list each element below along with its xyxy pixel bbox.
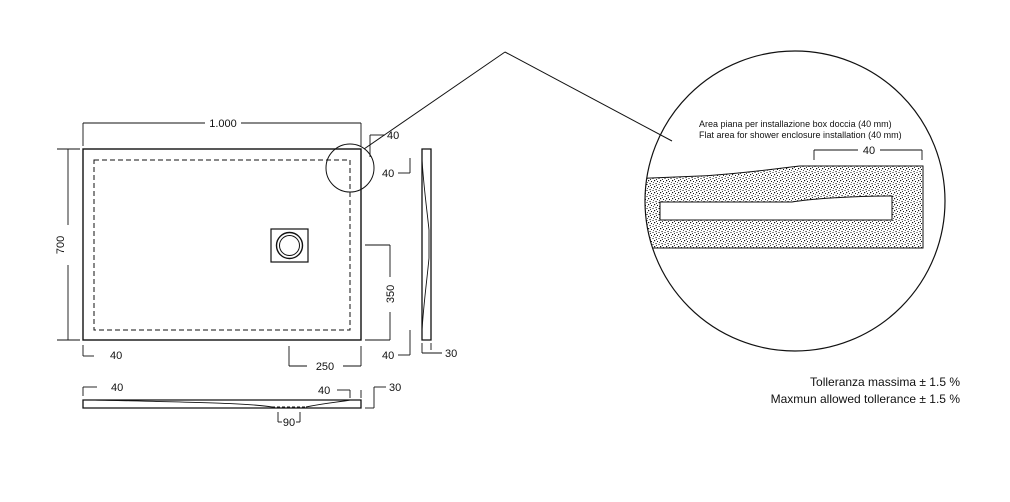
dim-front-drain [277,412,301,423]
side-thickness-label: 30 [445,348,457,360]
dim-flat-top [398,158,411,174]
side-section [421,148,432,341]
plan-bottom-left-label: 40 [110,350,122,362]
front-thickness-label: 30 [389,382,401,394]
dim-front-left [82,386,97,396]
tolerance-it: Tolleranza massima ± 1.5 % [810,375,960,389]
detail-leader-line-1 [363,51,506,150]
dim-side-bottom [398,330,411,356]
dim-front-thickness [365,386,386,409]
dim-side-thickness [421,343,442,354]
dim-height [57,148,80,341]
plan-width-label: 1.000 [209,118,237,130]
dim-drain-x [288,346,362,367]
drain-icon [270,228,309,263]
dim-drain-y [365,244,391,341]
front-drain-label: 90 [283,417,295,429]
detail-circle [644,50,946,352]
front-view [82,386,386,423]
detail-section [645,165,924,249]
front-right-label: 40 [318,385,330,397]
dim-width [82,122,362,146]
dim-detail-width [813,149,923,160]
detail-width-label: 40 [863,145,875,157]
detail-note-en: Flat area for shower enclosure installat… [699,130,902,140]
plan-height-label: 700 [55,236,67,254]
dim-bottom-left [82,345,94,357]
side-bottom-label: 40 [382,350,394,362]
front-left-label: 40 [111,382,123,394]
detail-callout-circle [325,143,375,193]
flat-area-dashed [93,159,351,331]
detail-view [644,50,946,352]
dim-flat-right [369,134,385,157]
tray-outline [82,148,362,341]
detail-leader-line-2 [504,51,673,142]
side-view [398,148,442,356]
front-section [82,399,362,409]
plan-flat-top-label: 40 [382,168,394,180]
plan-drain-y-label: 350 [385,285,397,303]
plan-flat-right-label: 40 [387,130,399,142]
dim-front-right [337,389,362,398]
tolerance-en: Maxmun allowed tollerance ± 1.5 % [771,392,961,406]
plan-drain-x-label: 250 [316,361,334,373]
detail-note-it: Area piana per installazione box doccia … [699,119,892,129]
plan-view [57,51,673,367]
